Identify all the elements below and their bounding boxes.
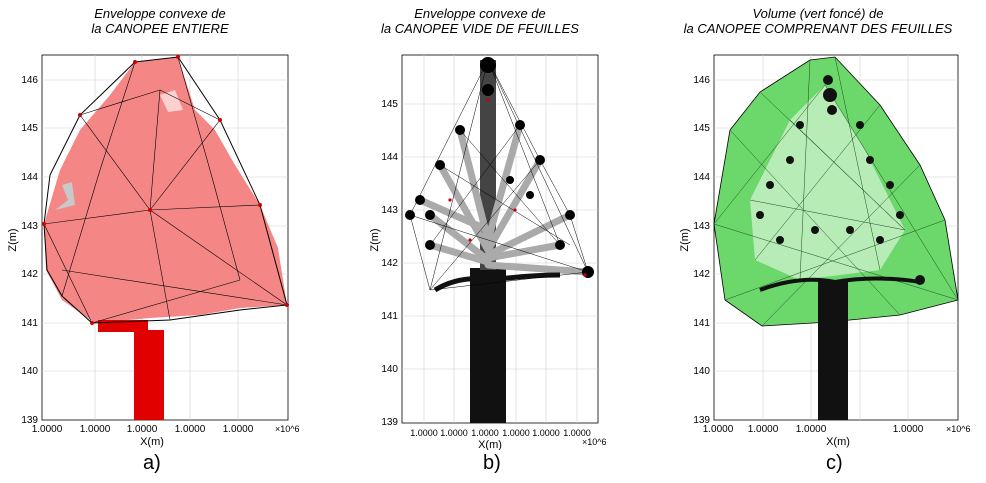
panel-b: Enveloppe convexe de la CANOPEE VIDE DE …	[330, 0, 630, 483]
x-tick: 1.0000	[175, 424, 206, 435]
panel-c-letter: c)	[826, 452, 843, 474]
x-tick: 1.0000	[32, 424, 63, 435]
y-tick: 139	[693, 415, 710, 426]
x-tick: 1.0000	[127, 424, 158, 435]
x-multiplier: ×10^6	[275, 424, 300, 434]
y-tick: 140	[21, 366, 38, 377]
y-tick: 143	[693, 221, 710, 232]
x-tick: 1.0000	[563, 428, 591, 438]
y-tick: 146	[693, 75, 710, 86]
convex-hull	[43, 56, 288, 324]
x-axis-label: X(m)	[140, 436, 164, 448]
x-multiplier: ×10^6	[582, 437, 607, 447]
lower-branch	[759, 276, 921, 292]
y-tick: 145	[381, 99, 398, 110]
trunk	[134, 330, 164, 420]
y-tick: 143	[21, 221, 38, 232]
x-tick: 1.0000	[703, 424, 734, 435]
light-points	[160, 90, 183, 112]
x-multiplier: ×10^6	[946, 424, 971, 434]
y-tick: 146	[21, 75, 38, 86]
y-tick: 144	[381, 152, 398, 163]
x-tick: 1.0000	[796, 424, 827, 435]
x-tick: 1.0000	[502, 428, 530, 438]
volume-triangulation	[713, 56, 959, 327]
panel-a-title-line-1: Enveloppe convexe de	[94, 6, 226, 21]
panel-b-title-line-2: la CANOPEE VIDE DE FEUILLES	[381, 21, 579, 36]
panel-b-plot: 145 144 143 142 141 140 139 1.0000 1.000…	[369, 54, 607, 450]
y-tick: 141	[381, 311, 398, 322]
x-tick: 1.0000	[80, 424, 111, 435]
y-tick: 141	[693, 318, 710, 329]
hull-vertices	[42, 55, 289, 325]
y-tick: 140	[381, 364, 398, 375]
convex-hull	[409, 59, 589, 291]
lower-branch	[433, 272, 561, 293]
y-tick: 142	[693, 269, 710, 280]
panel-a: Enveloppe convexe de la CANOPEE ENTIERE	[0, 0, 320, 483]
panel-c-plot: 146 145 144 143 142 141 140 139 1.0000 1…	[679, 54, 971, 448]
trunk	[818, 280, 848, 420]
y-tick: 142	[381, 258, 398, 269]
panel-a-title: Enveloppe convexe de la CANOPEE ENTIERE	[0, 6, 320, 36]
y-tick: 143	[381, 205, 398, 216]
x-tick: 1.0000	[471, 428, 499, 438]
panel-a-plot: 146 145 144 143 142 141 140 139 1.0000 1…	[7, 54, 300, 448]
y-tick: 145	[693, 123, 710, 134]
x-axis-label: X(m)	[826, 436, 850, 448]
y-tick: 144	[21, 172, 38, 183]
panel-a-letter: a)	[143, 452, 161, 474]
y-axis-label: Z(m)	[369, 228, 381, 251]
trunk	[470, 268, 506, 423]
wood-points	[756, 75, 925, 285]
y-axis-label: Z(m)	[679, 228, 691, 251]
y-tick: 140	[693, 366, 710, 377]
x-tick: 1.0000	[893, 424, 924, 435]
x-tick: 1.0000	[223, 424, 254, 435]
panel-c-title-line-1: Volume (vert foncé) de	[752, 6, 884, 21]
hull-vertices	[448, 98, 587, 277]
y-tick: 144	[693, 172, 710, 183]
y-axis-label: Z(m)	[7, 228, 19, 251]
trunk-base-branches	[98, 320, 148, 332]
hull-triangulation	[43, 56, 288, 324]
panel-c: Volume (vert foncé) de la CANOPEE COMPRE…	[650, 0, 986, 483]
x-tick: 1.0000	[410, 428, 438, 438]
y-tick: 142	[21, 269, 38, 280]
x-tick: 1.0000	[440, 428, 468, 438]
panel-c-title-line-2: la CANOPEE COMPRENANT DES FEUILLES	[683, 21, 953, 36]
panel-a-title-line-2: la CANOPEE ENTIERE	[91, 21, 229, 36]
panel-b-letter: b)	[483, 452, 501, 474]
y-tick: 141	[21, 318, 38, 329]
y-tick: 139	[21, 415, 38, 426]
x-tick: 1.0000	[748, 424, 779, 435]
panel-c-title: Volume (vert foncé) de la CANOPEE COMPRE…	[650, 6, 986, 36]
branch-tips	[405, 57, 594, 278]
x-tick: 1.0000	[532, 428, 560, 438]
inner-volume	[750, 85, 905, 280]
panel-b-title: Enveloppe convexe de la CANOPEE VIDE DE …	[330, 6, 630, 36]
y-tick: 139	[381, 417, 398, 428]
y-tick: 145	[21, 123, 38, 134]
x-axis-label: X(m)	[478, 439, 502, 450]
panel-b-title-line-1: Enveloppe convexe de	[414, 6, 546, 21]
gap-points	[55, 182, 75, 210]
